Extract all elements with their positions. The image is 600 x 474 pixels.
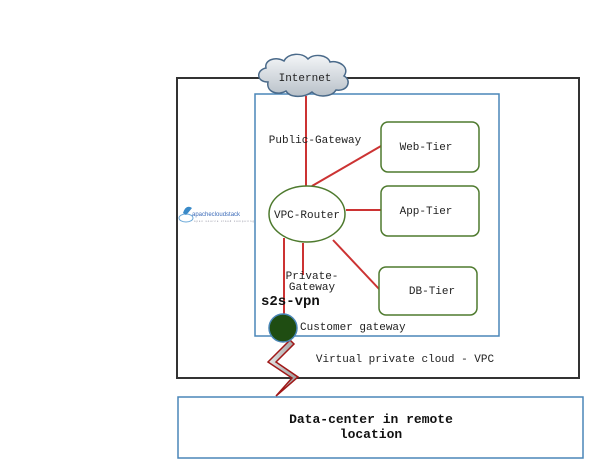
app-tier[interactable]: App-Tier: [380, 185, 480, 237]
router-node: [268, 185, 346, 243]
web-tier-label: Web-Tier: [400, 142, 453, 154]
customer-gateway-node: [268, 313, 298, 343]
vpc-router[interactable]: VPC-Router: [268, 185, 346, 243]
customer-gateway[interactable]: [268, 313, 298, 343]
vpc-label: Virtual private cloud - VPC: [316, 354, 495, 366]
vpc-box: [254, 93, 500, 337]
logo-subtext: open source cloud computing: [194, 219, 255, 223]
datacenter-label-line1: Data-center in remote: [289, 412, 453, 427]
logo-text: apachecloudstack: [192, 212, 241, 218]
public-gateway-label: Public-Gateway: [269, 135, 362, 147]
datacenter-label-line2: location: [340, 427, 403, 442]
private-gateway-label-line1: Private-: [286, 271, 339, 283]
datacenter-box: [177, 396, 584, 459]
db-tier-label: DB-Tier: [409, 286, 455, 298]
cloud-icon: [258, 53, 349, 98]
db-tier[interactable]: DB-Tier: [378, 266, 478, 316]
app-tier-box: [380, 185, 480, 237]
lightning-bolt-icon: [266, 338, 300, 397]
datacenter[interactable]: Data-center in remote location: [177, 396, 584, 459]
cloudstack-logo-icon: [178, 206, 194, 223]
link-router-db: [332, 239, 381, 291]
web-tier-box: [380, 121, 480, 173]
web-tier[interactable]: Web-Tier: [380, 121, 480, 173]
link-router-web: [311, 145, 382, 187]
s2s-vpn-label: s2s-vpn: [261, 294, 320, 310]
internet-label: Internet: [279, 73, 332, 85]
cloudstack-logo: apachecloudstack open source cloud compu…: [178, 206, 255, 223]
db-tier-box: [378, 266, 478, 316]
private-gateway-label-line2: Gateway: [289, 282, 336, 294]
router-label: VPC-Router: [274, 210, 340, 222]
app-tier-label: App-Tier: [400, 206, 453, 218]
customer-gateway-label: Customer gateway: [300, 322, 406, 334]
internet-cloud[interactable]: Internet: [258, 53, 349, 98]
outer-region-box: [176, 77, 580, 379]
network-links: [283, 96, 382, 318]
